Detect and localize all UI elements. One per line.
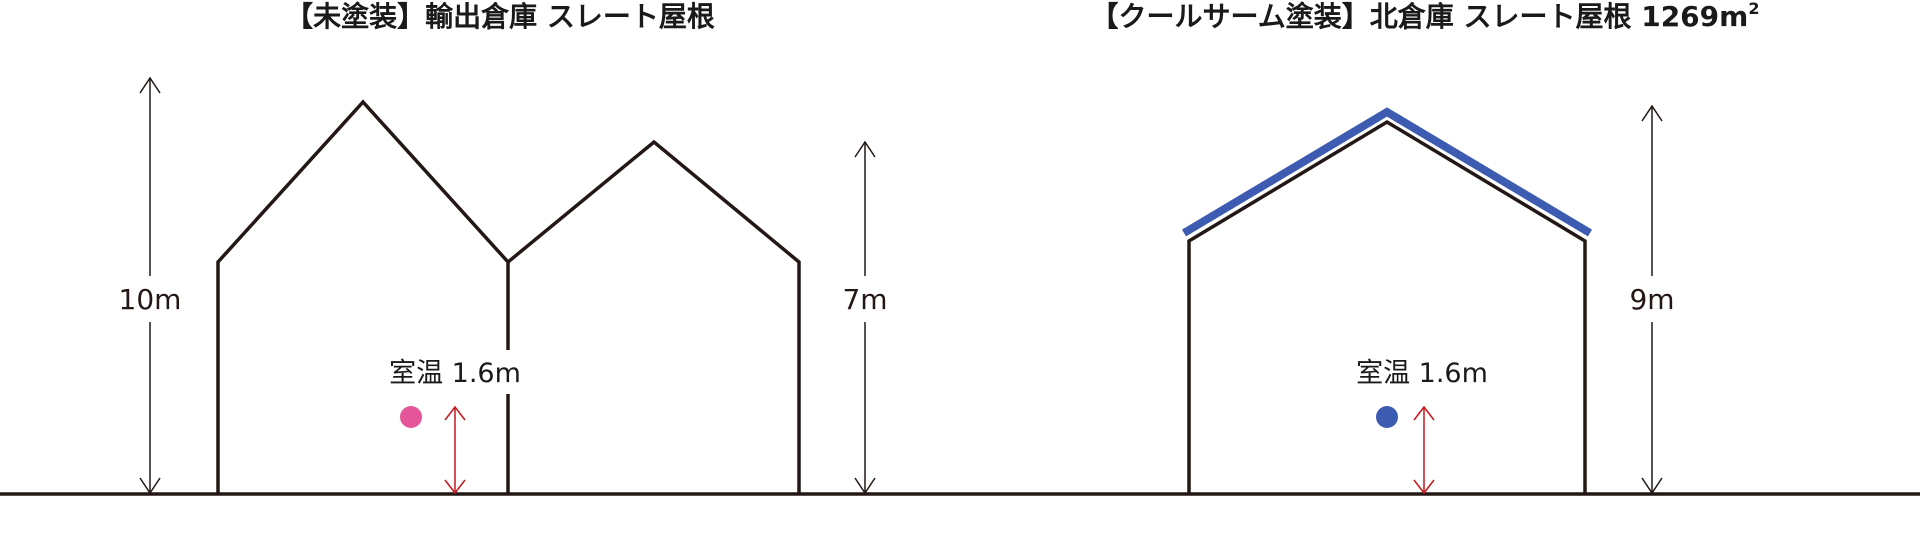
left-second-height-dimension xyxy=(854,140,876,495)
left-second-height-label: 7m xyxy=(842,283,887,316)
left-warehouse-tall xyxy=(216,99,510,494)
left-measure-height-arrow xyxy=(444,405,466,495)
left-title: 【未塗装】輸出倉庫 スレート屋根 xyxy=(285,0,715,33)
right-warehouse xyxy=(1187,119,1587,494)
right-temperature-marker xyxy=(1376,406,1398,428)
right-height-label: 9m xyxy=(1629,283,1674,316)
right-title: 【クールサーム塗装】北倉庫 スレート屋根 1269m2 xyxy=(1091,0,1760,33)
left-temperature-marker xyxy=(400,406,422,428)
roof-coating xyxy=(1181,107,1593,237)
right-title-superscript: 2 xyxy=(1748,0,1759,18)
left-temp-label-background xyxy=(382,350,528,394)
right-title-main: 【クールサーム塗装】北倉庫 スレート屋根 1269m xyxy=(1091,0,1749,33)
left-warehouse-short xyxy=(506,139,801,494)
left-height-label: 10m xyxy=(119,283,182,316)
right-height-dimension xyxy=(1641,104,1663,495)
left-temp-label: 室温 1.6m xyxy=(389,358,521,389)
right-measure-height-arrow xyxy=(1413,405,1435,495)
right-temp-label: 室温 1.6m xyxy=(1356,358,1488,389)
left-height-dimension xyxy=(139,76,161,495)
